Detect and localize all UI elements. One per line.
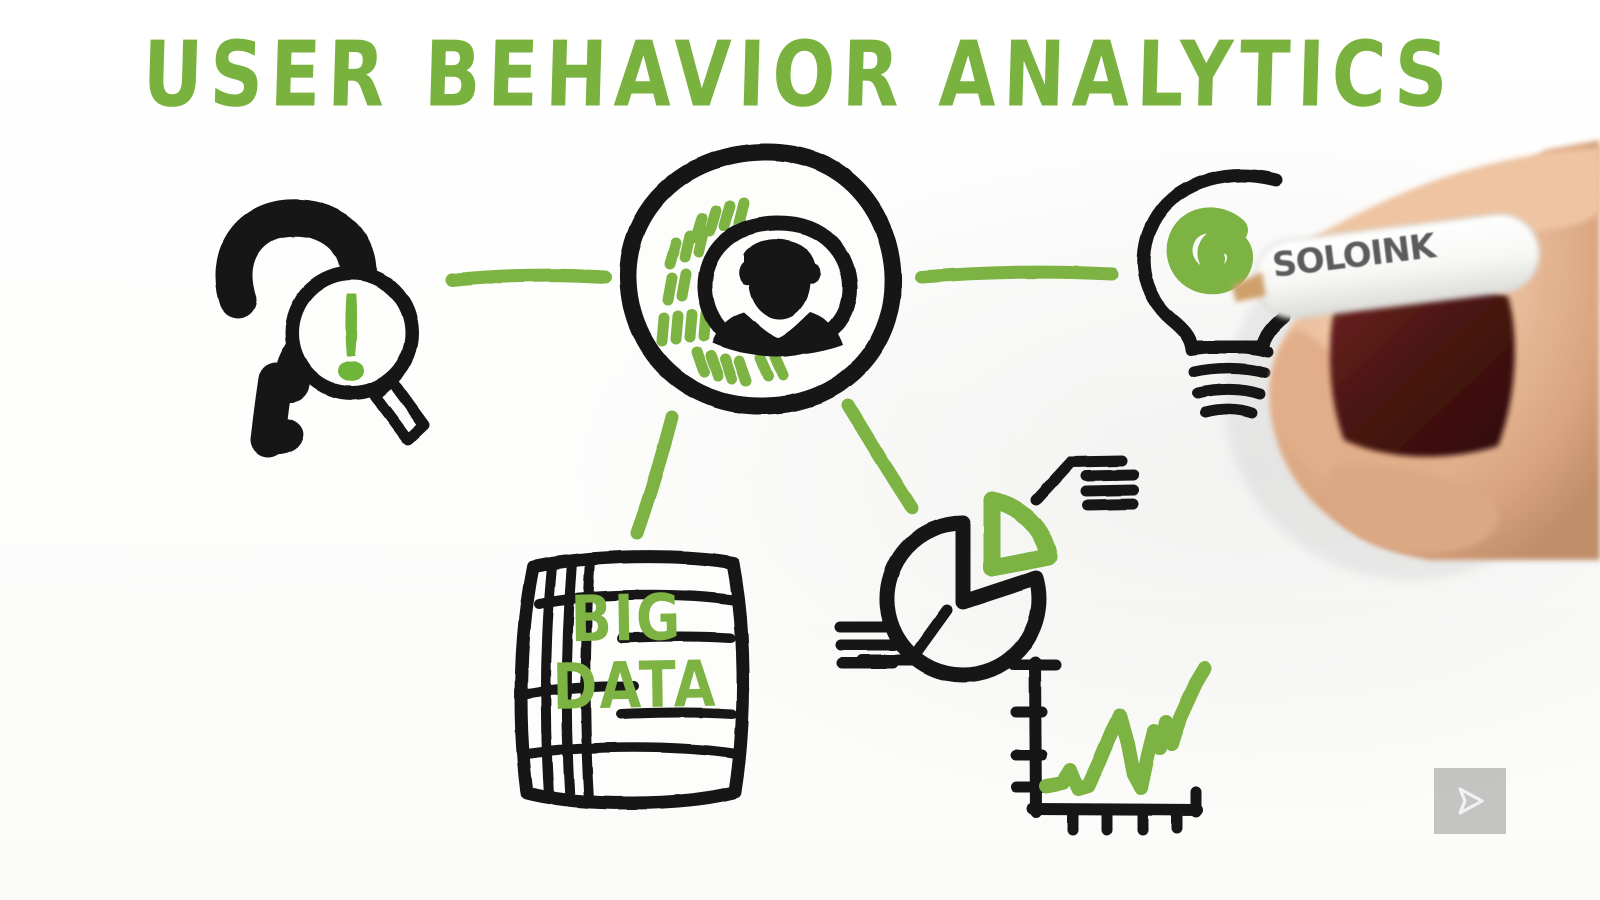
drawing-hand — [1225, 140, 1600, 580]
magnifier-lens-ring — [285, 266, 419, 400]
eye-scan-dashes — [656, 197, 789, 387]
magnifier-handle — [369, 375, 430, 446]
line-graph — [1008, 656, 1212, 836]
connector-group — [445, 265, 1119, 540]
big-data-label-line2: DATA — [551, 646, 718, 725]
question-mark-dot — [254, 417, 304, 455]
big-data-barrel — [514, 550, 750, 810]
graph-x-ticks — [1067, 786, 1202, 836]
play-icon — [1458, 787, 1484, 815]
big-data-label-line1: BIG — [570, 580, 683, 657]
user-body-silhouette — [712, 312, 843, 356]
marker-body — [1329, 284, 1515, 457]
exclamation-dot — [338, 361, 364, 381]
pie-callout-top-right — [1030, 455, 1140, 511]
page-title: USER BEHAVIOR ANALYTICS — [141, 22, 1457, 128]
connector-eye-to-lightbulb — [915, 265, 1119, 284]
connector-eye-to-bigdata — [630, 410, 679, 540]
eye-with-user-silhouette — [619, 143, 902, 415]
pie-slice-exploded — [983, 491, 1058, 577]
big-data-label: BIG DATA — [551, 580, 718, 725]
pie-slice-main — [879, 515, 1047, 683]
hand-lower-fingers — [1327, 463, 1499, 554]
connector-eye-to-pie — [841, 398, 919, 515]
pie-callout-bottom-left — [834, 604, 953, 669]
graph-y-ticks — [1008, 659, 1062, 793]
exclamation-stroke — [345, 294, 357, 356]
pie-chart — [834, 455, 1140, 683]
barrel-body — [514, 550, 750, 810]
connector-question-to-eye — [445, 268, 612, 287]
lightbulb-swirl — [1166, 207, 1253, 295]
barrel-hoops — [522, 555, 742, 805]
graph-trend-line — [1039, 661, 1212, 796]
question-mark-with-magnifier — [215, 199, 430, 458]
play-button-overlay[interactable] — [1434, 768, 1506, 834]
marker-nib — [1232, 272, 1266, 302]
user-head-silhouette — [739, 239, 821, 320]
